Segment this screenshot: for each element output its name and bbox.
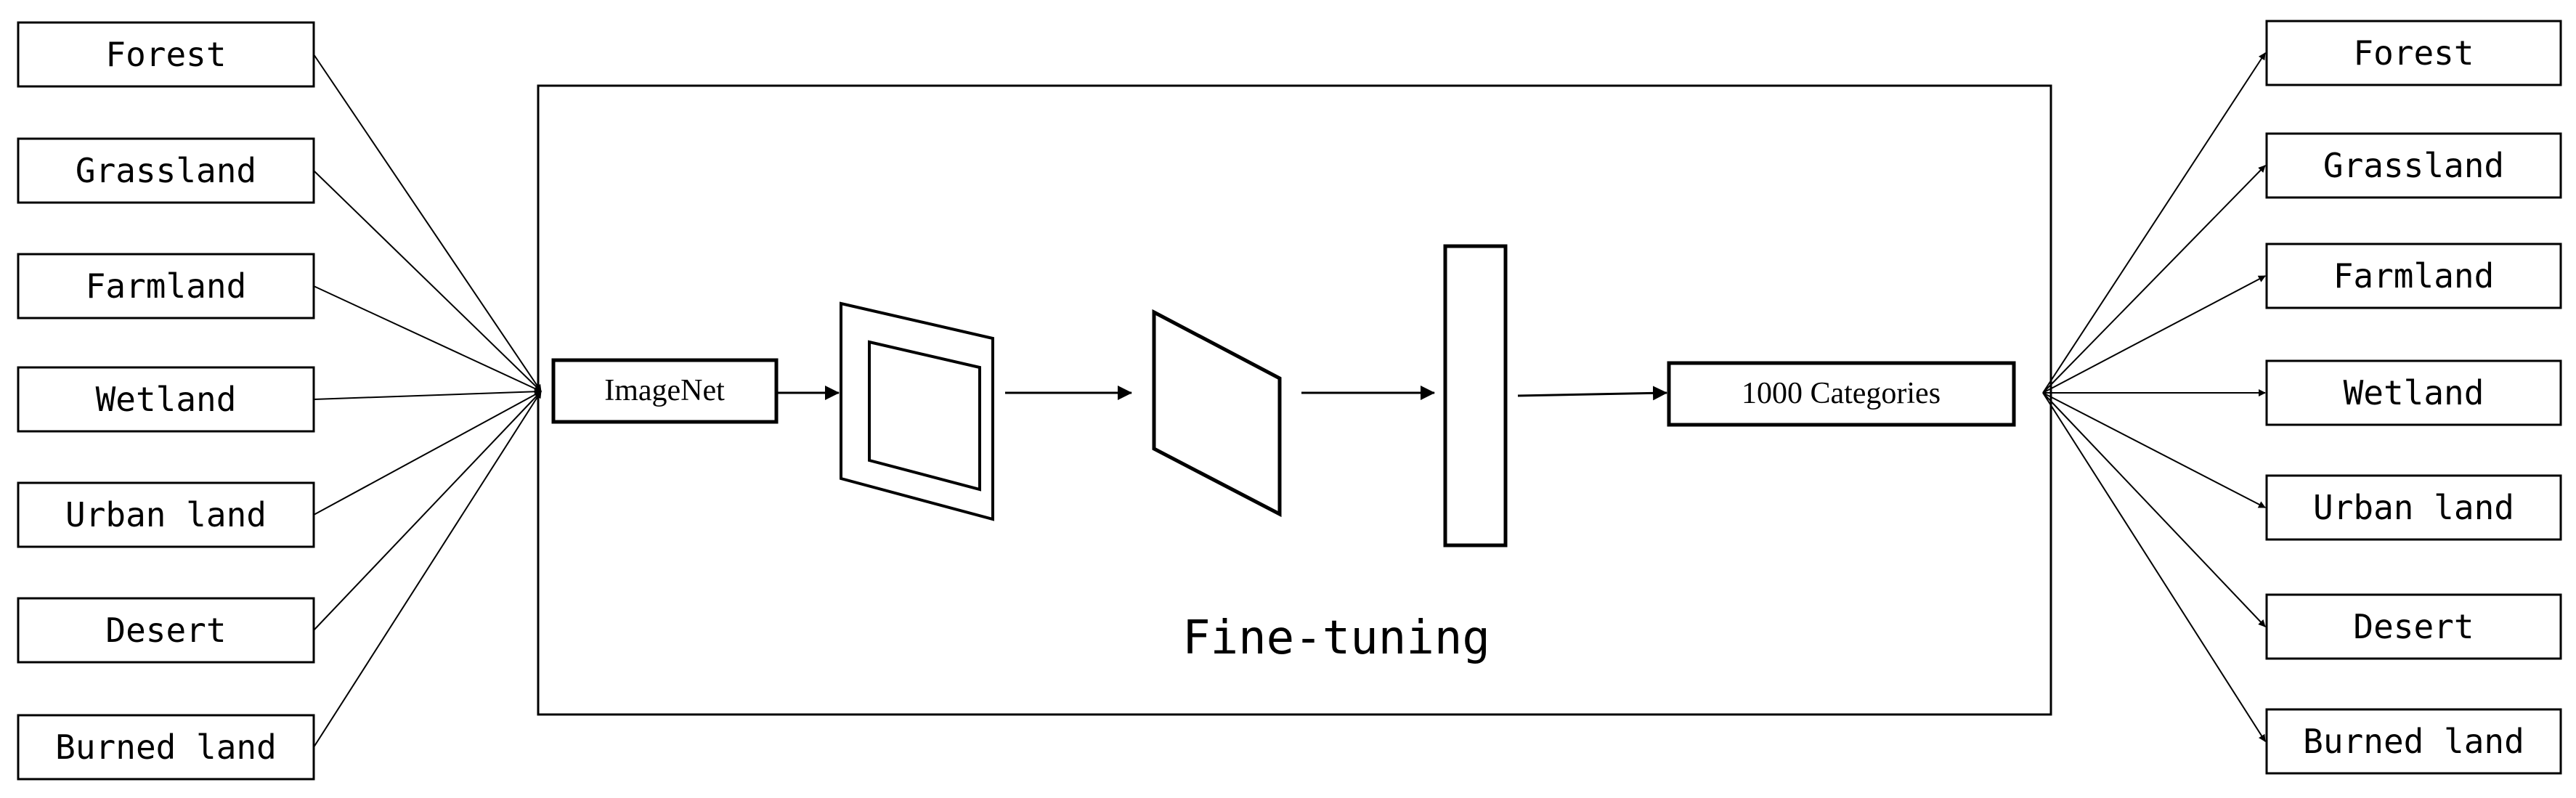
output-box	[2265, 359, 2562, 426]
imagenet-box	[551, 358, 779, 424]
output-connector	[2042, 165, 2266, 394]
input-label: Grassland	[76, 151, 256, 190]
output-forest: Forest	[2265, 20, 2562, 86]
output-connector	[2042, 392, 2266, 742]
input-label: Farmland	[86, 266, 247, 306]
output-label: Forest	[2353, 33, 2474, 73]
output-urban-land: Urban land	[2265, 474, 2562, 541]
input-label: Burned land	[55, 728, 277, 767]
output-label: Burned land	[2303, 722, 2524, 761]
output-box	[2265, 474, 2562, 541]
input-connector	[313, 391, 542, 748]
arrow-fc-to-categories	[1517, 386, 1667, 401]
input-box	[17, 597, 315, 664]
output-wetland: Wetland	[2265, 359, 2562, 426]
input-box	[17, 21, 315, 88]
output-connector	[2042, 275, 2266, 394]
feature-map	[1152, 309, 1282, 518]
input-connector	[313, 391, 542, 631]
fine-tuning-caption: Fine-tuning	[1182, 611, 1490, 665]
output-box	[2265, 20, 2562, 86]
input-box	[17, 253, 315, 319]
output-label: Grassland	[2323, 146, 2504, 185]
output-label: Urban land	[2313, 488, 2514, 527]
output-connector	[2042, 392, 2266, 627]
output-connector	[2042, 392, 2266, 508]
input-wetland: Wetland	[17, 366, 315, 433]
input-forest: Forest	[17, 21, 315, 88]
output-desert: Desert	[2265, 593, 2562, 660]
output-connector	[2042, 52, 2266, 394]
input-connector	[313, 170, 542, 392]
output-label: Farmland	[2333, 256, 2495, 296]
input-label: Wetland	[96, 380, 237, 419]
input-connector	[313, 285, 542, 392]
input-box	[17, 481, 315, 548]
input-burned-land: Burned land	[17, 714, 315, 781]
input-box	[17, 137, 315, 204]
output-grassland: Grassland	[2265, 132, 2562, 199]
input-farmland: Farmland	[17, 253, 315, 319]
input-connector	[313, 54, 542, 392]
output-label: Wetland	[2344, 373, 2484, 412]
imagenet-label: ImageNet	[604, 374, 725, 407]
input-box	[17, 714, 315, 781]
connectors	[313, 52, 2266, 748]
categories-box	[1667, 361, 2016, 427]
input-label: Desert	[105, 611, 226, 650]
input-label: Urban land	[65, 495, 267, 534]
output-label: Desert	[2353, 607, 2474, 646]
output-box	[2265, 132, 2562, 199]
output-burned-land: Burned land	[2265, 708, 2562, 775]
fully-connected-layer	[1443, 244, 1508, 547]
input-connector	[313, 391, 542, 516]
input-grassland: Grassland	[17, 137, 315, 204]
output-farmland: Farmland	[2265, 243, 2562, 309]
fine-tuning-frame	[537, 84, 2052, 716]
conv-layer-inner	[868, 340, 981, 492]
output-box	[2265, 708, 2562, 775]
input-urban-land: Urban land	[17, 481, 315, 548]
input-label: Forest	[105, 35, 226, 74]
input-connector	[313, 388, 542, 400]
output-box	[2265, 243, 2562, 309]
output-box	[2265, 593, 2562, 660]
categories-label: 1000 Categories	[1742, 377, 1941, 410]
input-desert: Desert	[17, 597, 315, 664]
